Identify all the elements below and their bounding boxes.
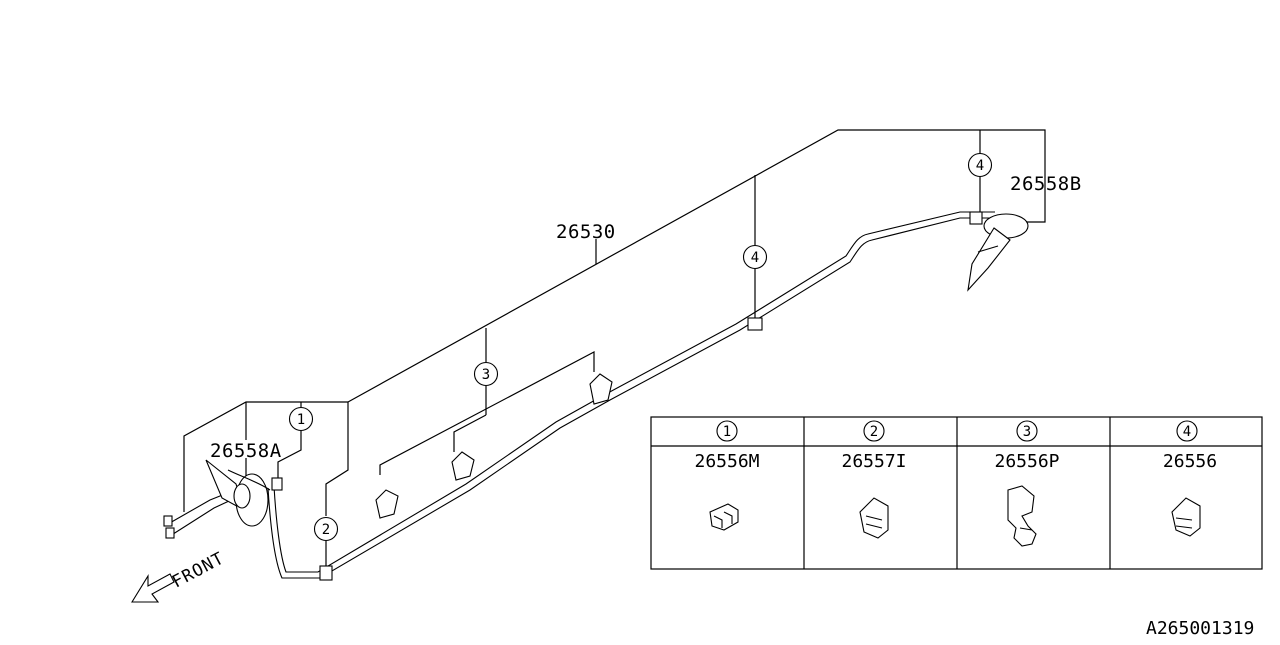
front-arrow-icon [131,573,175,603]
callout-4-rear: 4 [967,152,993,178]
legend-part-3: 26556P [994,451,1059,472]
callout-2: 2 [313,516,339,542]
legend-part-2: 26557I [841,451,906,472]
callout-3: 3 [473,361,499,387]
leader-lines [183,129,1046,572]
legend-column-1: 1 26556M [694,420,760,531]
legend-part-4: 26556 [1163,451,1217,472]
label-26530: 26530 [556,221,616,243]
callout-4-rear-text: 4 [976,158,984,174]
legend-part-1: 26556M [694,451,759,472]
reference-code: A265001319 [1146,618,1254,639]
clip-2 [319,565,333,581]
legend-ref-2: 2 [870,424,878,440]
legend-column-2: 2 26557I [841,420,907,539]
clip-4b [969,211,983,225]
front-label: FRONT [169,548,228,592]
rear-hose-assembly [967,213,1029,292]
callout-3-text: 3 [482,367,490,383]
callout-1: 1 [288,406,314,432]
callout-1-text: 1 [297,412,305,428]
callout-4-middle: 4 [742,244,768,270]
label-26558A: 26558A [210,440,282,462]
clip-legend-table: 1 26556M 2 26557I 3 26556P 4 26556 [650,416,1263,570]
pipe-clips [271,211,983,581]
clip-26557I-icon [859,497,889,539]
clip-4a [747,317,763,331]
clip-3a [375,489,399,519]
callout-2-text: 2 [322,522,330,538]
legend-column-4: 4 26556 [1163,420,1217,537]
clip-26556P-icon [1007,485,1037,547]
callout-4-middle-text: 4 [751,250,759,266]
front-hose-assembly [163,459,271,539]
clip-26556-icon [1171,497,1201,537]
legend-column-3: 3 26556P [994,420,1060,547]
clip-3b [451,451,475,481]
label-26558B: 26558B [1010,173,1082,195]
clip-3c [589,373,613,405]
clip-26556M-icon [709,503,739,531]
clip-1 [271,477,283,491]
legend-ref-3: 3 [1023,424,1031,440]
front-direction-indicator: FRONT [131,548,228,603]
legend-ref-1: 1 [723,424,731,440]
legend-ref-4: 4 [1183,424,1191,440]
